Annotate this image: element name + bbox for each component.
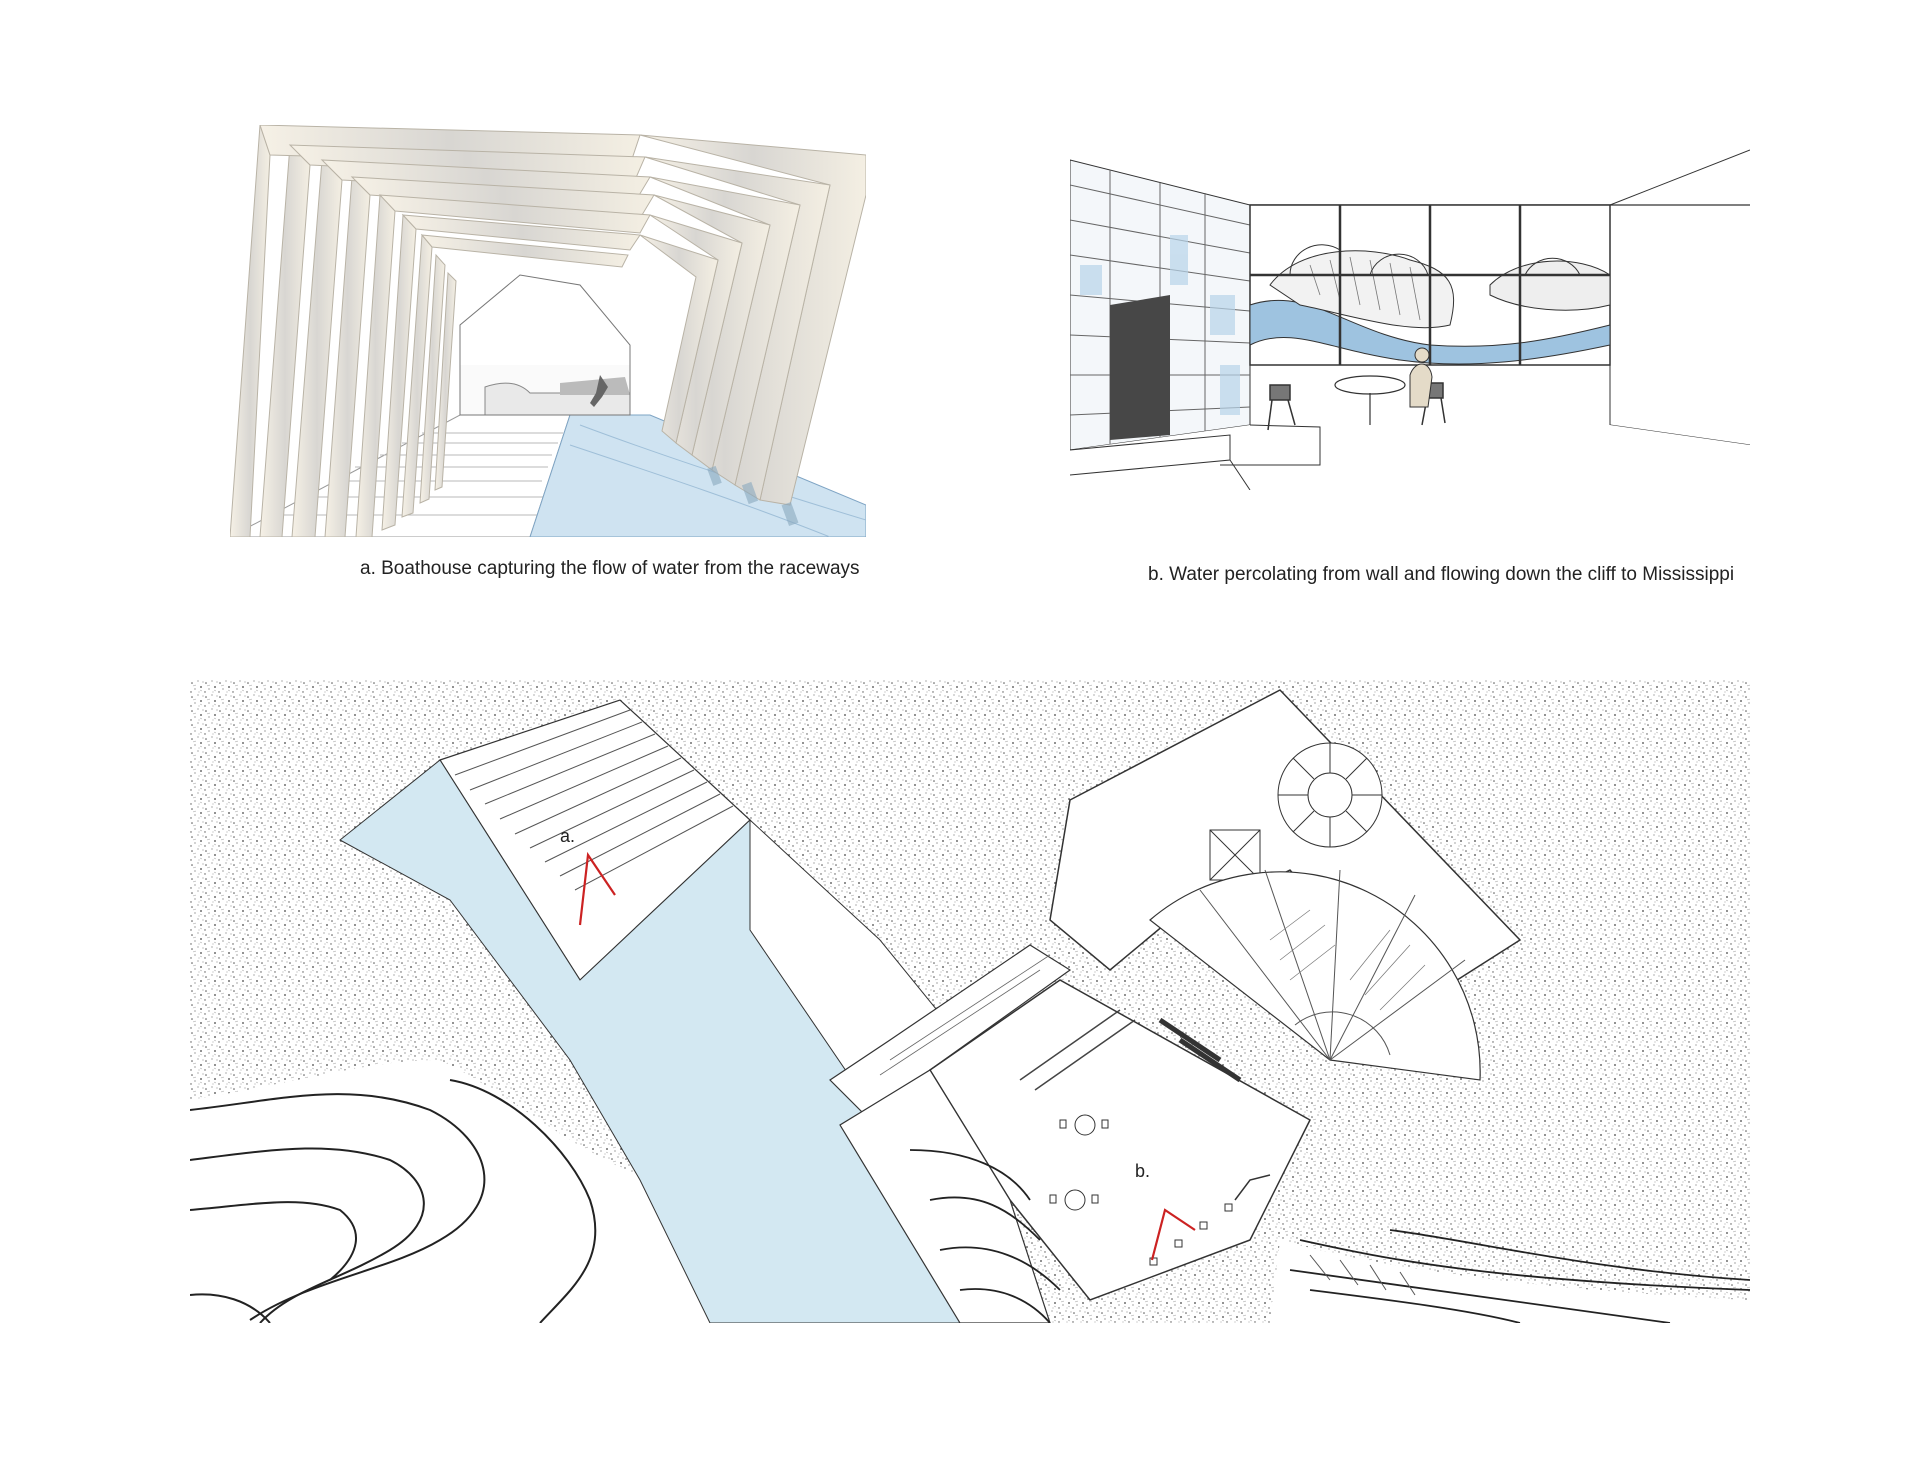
interior-perspective bbox=[1069, 145, 1751, 491]
plan-marker-a: a. bbox=[560, 826, 575, 846]
view-marker-b bbox=[1150, 1208, 1196, 1261]
view-marker-a bbox=[578, 851, 616, 926]
boathouse-perspective bbox=[229, 124, 867, 538]
caption-boathouse: a. Boathouse capturing the flow of water… bbox=[360, 558, 860, 579]
plan-marker-b: b. bbox=[1135, 1161, 1150, 1181]
caption-interior: b. Water percolating from wall and flowi… bbox=[1148, 564, 1735, 585]
site-plan: a. b. bbox=[189, 680, 1751, 1324]
